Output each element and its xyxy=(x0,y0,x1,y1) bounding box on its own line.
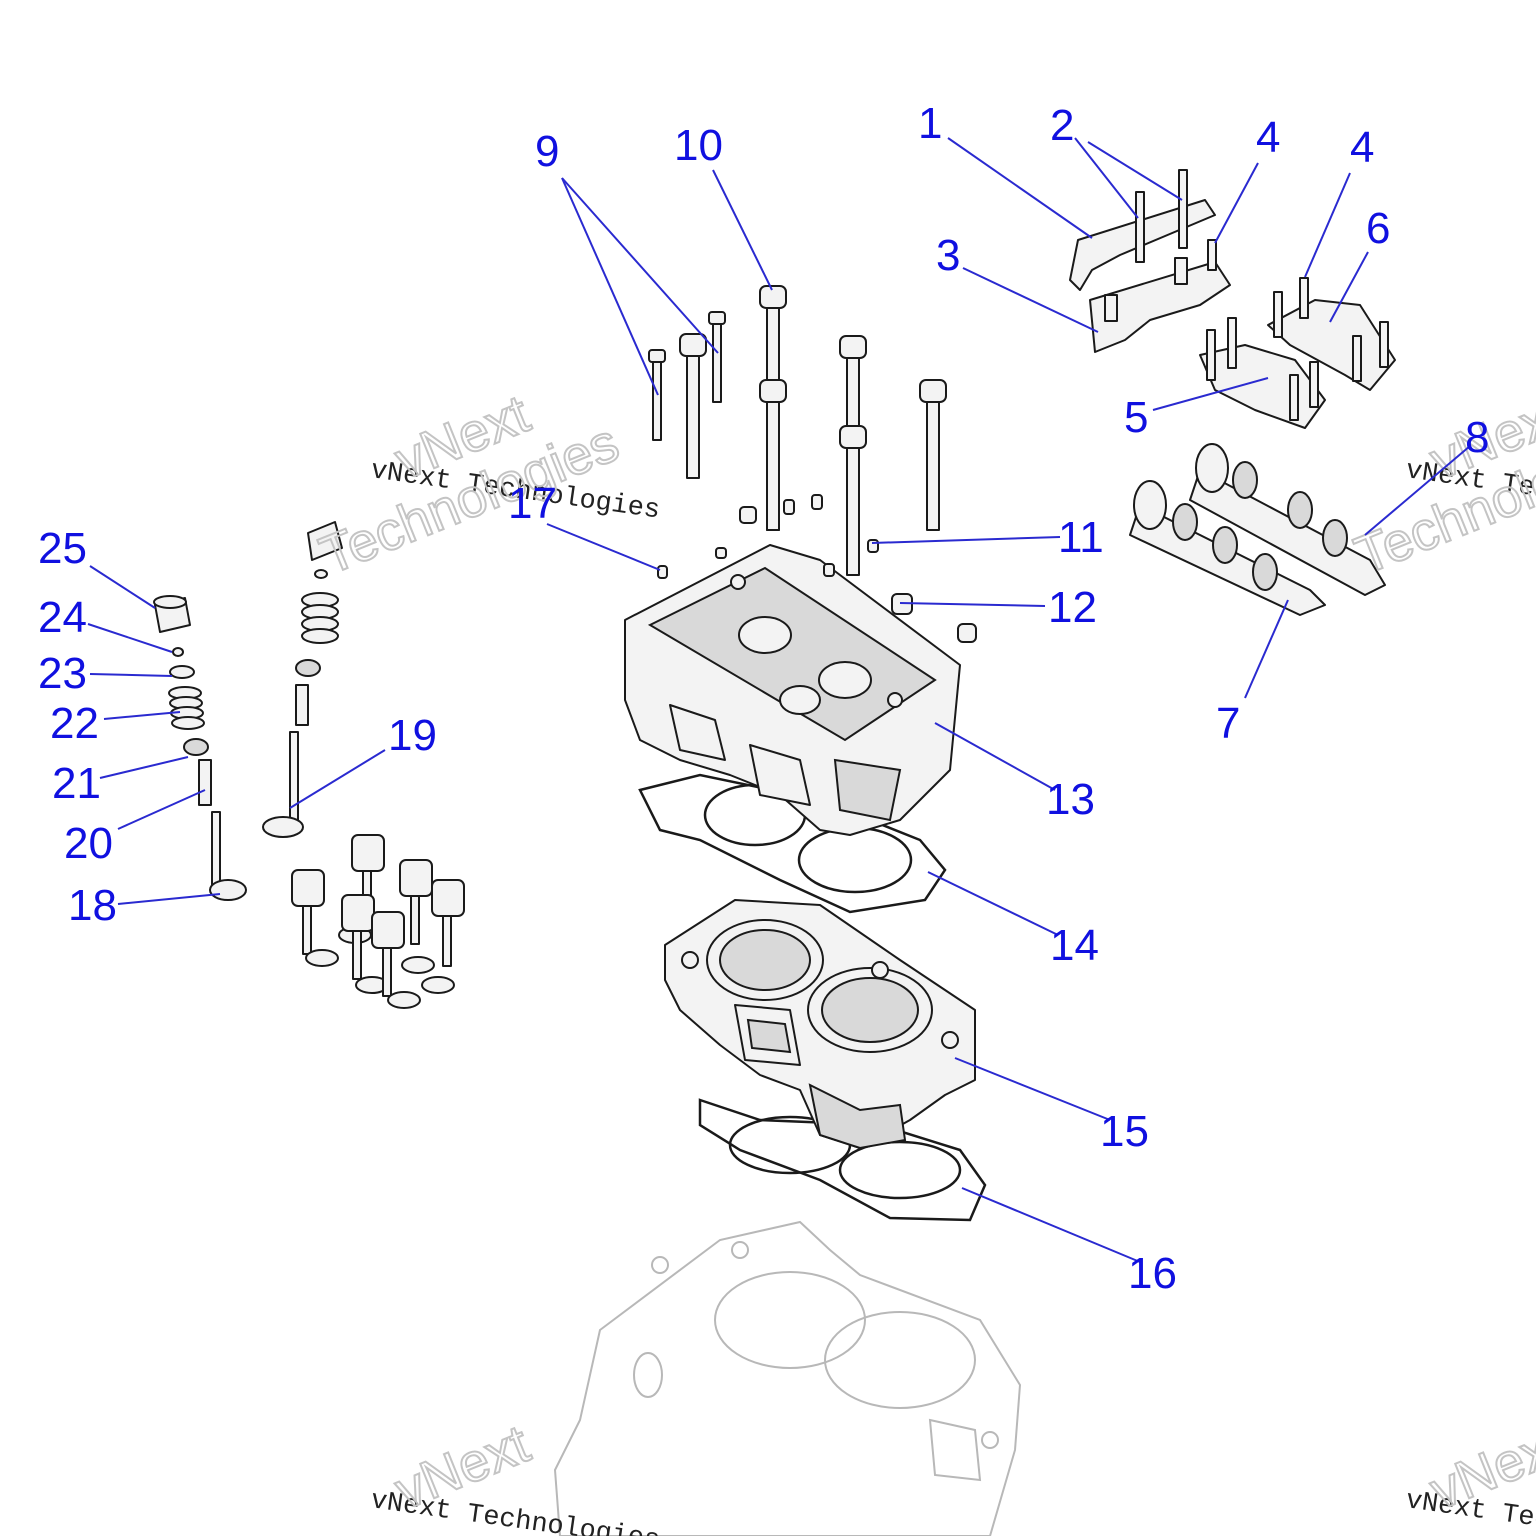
cam-carrier-right xyxy=(1267,277,1396,391)
callout-16: 16 xyxy=(1128,1249,1177,1298)
short-bolt xyxy=(708,311,726,403)
valve-spring xyxy=(301,592,339,644)
callout-3: 3 xyxy=(936,231,960,280)
callout-2: 2 xyxy=(1050,101,1074,150)
head-bolts xyxy=(648,285,947,576)
callout-7: 7 xyxy=(1216,699,1240,748)
valve-cluster xyxy=(291,834,465,1009)
head-bolt xyxy=(919,379,947,531)
callout-23: 23 xyxy=(38,649,87,698)
callout-4: 4 xyxy=(1256,113,1280,162)
cylinder-head xyxy=(624,544,961,836)
short-bolt xyxy=(648,349,666,441)
callout-20: 20 xyxy=(64,819,113,868)
callout-5: 5 xyxy=(1124,393,1148,442)
cam-carrier-left xyxy=(1089,239,1231,353)
callout-10: 10 xyxy=(674,121,723,170)
callout-24: 24 xyxy=(38,593,87,642)
head-bolt xyxy=(839,425,867,576)
valve-assembly-right xyxy=(262,521,343,838)
cam-carrier-center xyxy=(1199,317,1326,429)
callout-25: 25 xyxy=(38,524,87,573)
cylinder-block xyxy=(664,899,976,1150)
callout-labels: 1 2 3 4 4 5 6 7 8 9 10 11 12 13 14 15 16… xyxy=(38,99,1489,1298)
callout-18: 18 xyxy=(68,881,117,930)
dowel-pins xyxy=(657,494,977,643)
callout-15: 15 xyxy=(1100,1107,1149,1156)
callout-22: 22 xyxy=(50,699,99,748)
callout-19: 19 xyxy=(388,711,437,760)
callout-1: 1 xyxy=(918,99,942,148)
callout-13: 13 xyxy=(1046,775,1095,824)
callout-21: 21 xyxy=(52,759,101,808)
callout-11: 11 xyxy=(1058,513,1104,562)
callout-8: 8 xyxy=(1465,413,1489,462)
callout-4: 4 xyxy=(1350,123,1374,172)
camshaft-exhaust xyxy=(1189,443,1386,596)
camshaft-intake xyxy=(1129,480,1326,616)
head-bolt xyxy=(679,333,707,479)
head-bolt xyxy=(759,379,787,531)
cam-chain-guide xyxy=(1069,169,1216,291)
crankcase-ghost xyxy=(553,1220,1022,1536)
callout-12: 12 xyxy=(1048,583,1097,632)
callout-6: 6 xyxy=(1366,204,1390,253)
callout-14: 14 xyxy=(1050,921,1099,970)
valve-spring xyxy=(168,686,205,730)
valve-assembly-left xyxy=(153,595,247,901)
callout-9: 9 xyxy=(535,127,559,176)
callout-17: 17 xyxy=(508,479,557,528)
leader-lines xyxy=(87,137,1471,1263)
